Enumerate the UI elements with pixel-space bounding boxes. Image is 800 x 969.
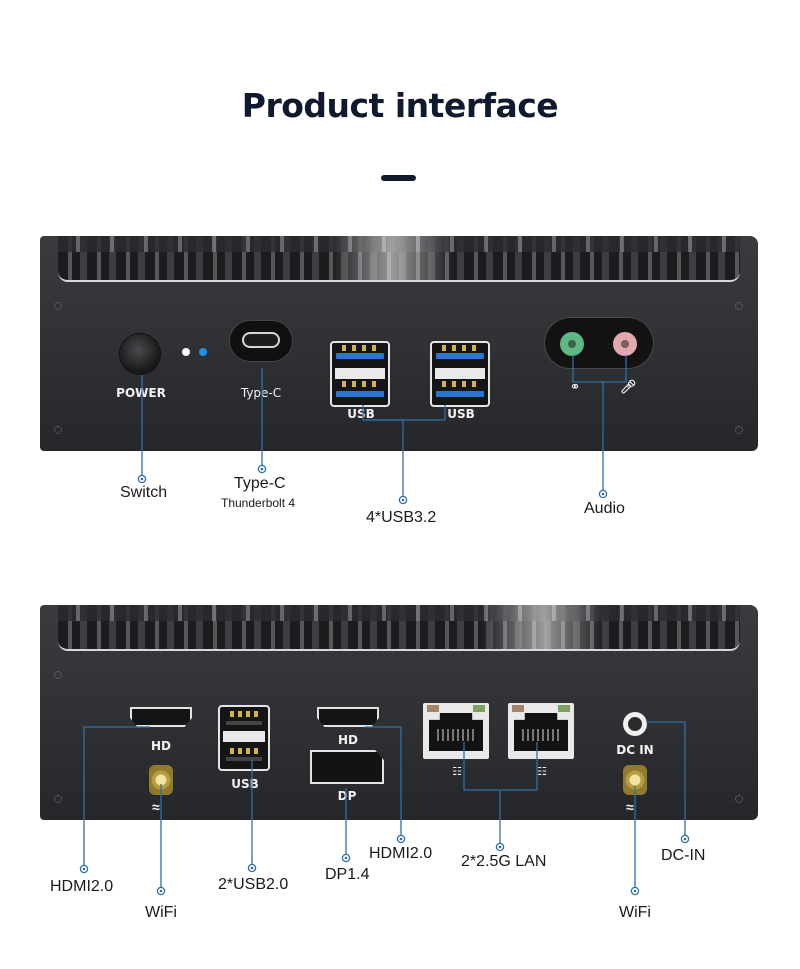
callout-hdmi-right: HDMI2.0	[369, 845, 433, 862]
usb2-port-stack	[218, 705, 270, 771]
page-title: Product interface	[241, 86, 559, 125]
callout-dot	[680, 834, 690, 844]
callout-usb2: 2*USB2.0	[218, 876, 289, 893]
hdmi-port-right	[317, 707, 379, 727]
network-icon: ☷	[452, 765, 462, 778]
screw-icon	[735, 426, 743, 434]
headphone-jack	[560, 332, 584, 356]
screw-icon	[735, 302, 743, 310]
usb-label-right: USB	[447, 407, 475, 421]
wifi-icon: ≈	[152, 799, 160, 815]
lan-port-2	[508, 703, 574, 759]
heatsink-fins	[58, 236, 740, 282]
usb3-port-stack-left	[330, 341, 390, 407]
screw-icon	[54, 671, 62, 679]
hdmi-label-left: HD	[150, 739, 171, 753]
callout-typec-sub: Thunderbolt 4	[221, 496, 296, 510]
headphone-icon: ⚭	[569, 380, 581, 395]
callout-dcin: DC-IN	[661, 847, 706, 864]
typec-label: Type-C	[240, 386, 282, 400]
power-button[interactable]	[120, 334, 160, 374]
callout-dot	[156, 886, 166, 896]
callout-usb: 4*USB3.2	[366, 509, 437, 526]
callout-dot	[247, 863, 257, 873]
heatsink-fins	[58, 605, 740, 651]
power-label: POWER	[116, 386, 166, 400]
callout-dp: DP1.4	[325, 866, 370, 883]
usb-label: USB	[231, 777, 259, 791]
callout-dot	[341, 853, 351, 863]
screw-icon	[735, 795, 743, 803]
callout-lan: 2*2.5G LAN	[461, 853, 547, 870]
callout-dot	[598, 489, 608, 499]
typec-port	[230, 321, 292, 361]
callout-dot	[630, 886, 640, 896]
callout-dot	[257, 464, 267, 474]
hdmi-label-right: HD	[337, 733, 358, 747]
dc-in-port	[623, 712, 647, 736]
title-divider	[381, 175, 416, 181]
callout-wifi-right: WiFi	[619, 904, 651, 921]
callout-dot	[79, 864, 89, 874]
usb3-port-stack-right	[430, 341, 490, 407]
network-icon: ☷	[537, 765, 547, 778]
displayport	[310, 750, 384, 784]
dp-label: DP	[337, 789, 357, 803]
screw-icon	[54, 426, 62, 434]
status-led-white	[182, 348, 190, 356]
wifi-icon: ≈	[626, 799, 634, 815]
callout-audio: Audio	[584, 500, 625, 517]
lan-port-1	[423, 703, 489, 759]
wifi-antenna-left	[149, 765, 173, 795]
dcin-label: DC IN	[616, 743, 654, 757]
callout-hdmi-left: HDMI2.0	[50, 878, 114, 895]
screw-icon	[54, 795, 62, 803]
callout-typec: Type-C	[234, 475, 286, 492]
microphone-jack	[613, 332, 637, 356]
front-panel: POWER Type-C USB USB ⚭ 🎤︎	[40, 236, 758, 451]
callout-switch: Switch	[120, 484, 168, 501]
screw-icon	[54, 302, 62, 310]
hdmi-port-left	[130, 707, 192, 727]
status-led-blue	[199, 348, 207, 356]
callout-dot	[495, 842, 505, 852]
usb-label-left: USB	[347, 407, 375, 421]
audio-jacks	[545, 318, 653, 368]
wifi-antenna-right	[623, 765, 647, 795]
callout-dot	[398, 495, 408, 505]
callout-dot	[396, 834, 406, 844]
microphone-icon: 🎤︎	[620, 380, 637, 395]
callout-wifi-left: WiFi	[145, 904, 177, 921]
callout-dot	[137, 474, 147, 484]
rear-panel: HD ≈ USB HD DP ☷ ☷ DC IN ≈	[40, 605, 758, 820]
